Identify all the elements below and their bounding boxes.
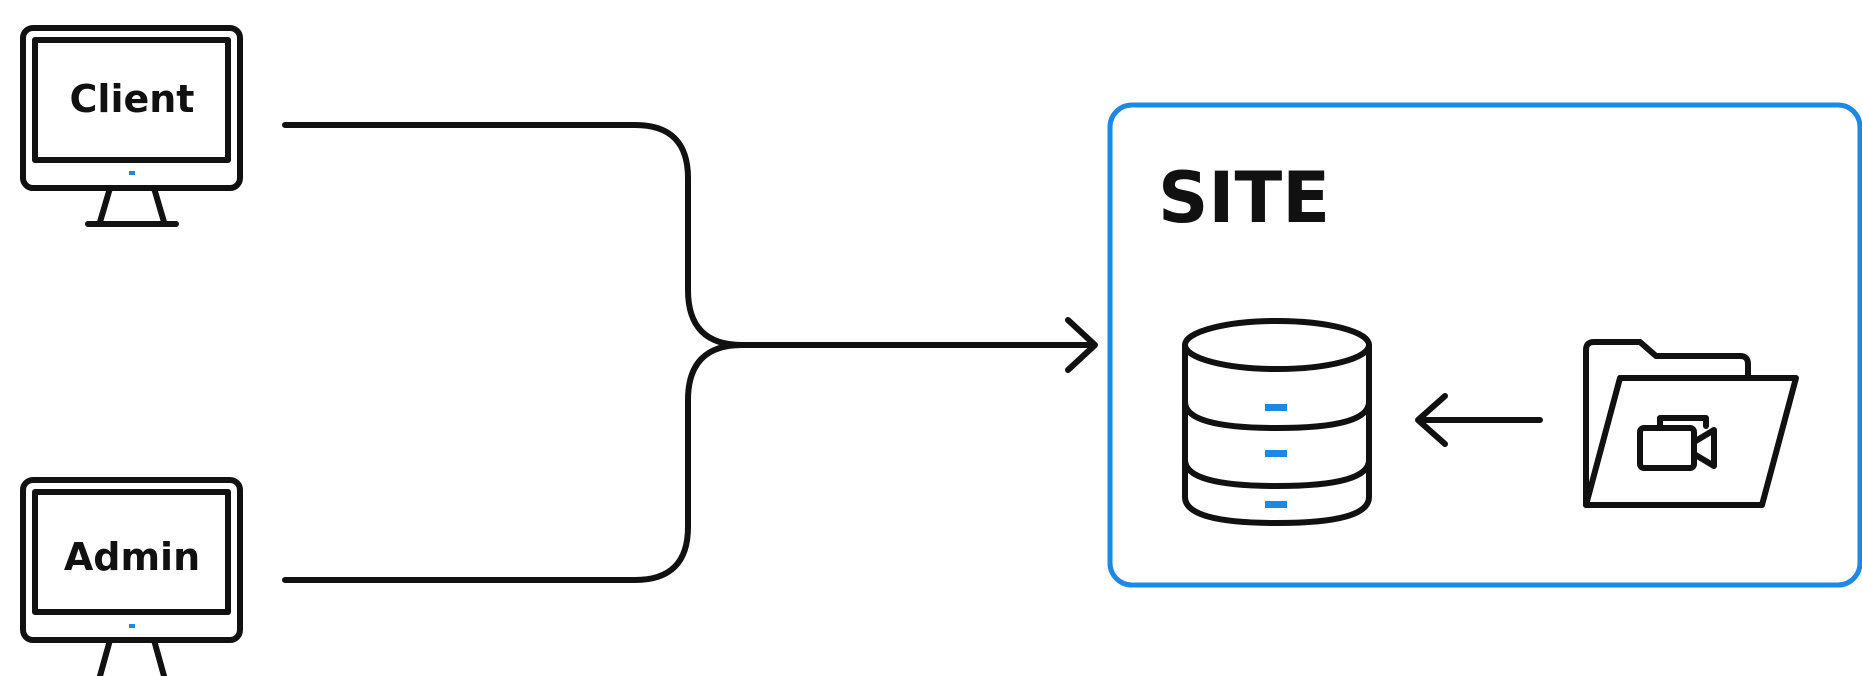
monitor-icon (20, 477, 243, 676)
connector-lines (282, 122, 1098, 583)
database-icon (1182, 318, 1372, 526)
client-label: Client (70, 77, 195, 121)
admin-connector (282, 342, 745, 583)
client-node: Client (20, 25, 243, 227)
arrow-head-icon (1065, 317, 1098, 373)
monitor-icon (20, 25, 243, 227)
power-led (129, 171, 135, 175)
site-box (1107, 102, 1862, 588)
power-led (129, 624, 135, 628)
admin-node: Admin (20, 477, 243, 676)
folder-to-db-arrow (1415, 393, 1543, 447)
site-title: SITE (1158, 157, 1330, 239)
admin-label: Admin (64, 535, 200, 579)
site-node: SITE (1107, 102, 1862, 588)
video-folder-icon (1583, 339, 1799, 508)
client-connector (282, 122, 745, 348)
